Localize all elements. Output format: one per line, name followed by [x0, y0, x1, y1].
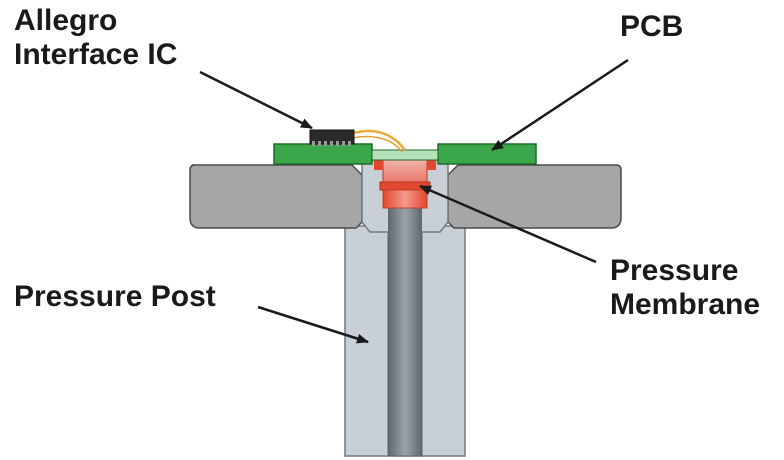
membrane-seal-right	[427, 160, 436, 170]
housing-left	[189, 164, 363, 229]
label-allegro-ic-line1: Allegro	[14, 4, 118, 37]
membrane-base	[382, 189, 428, 209]
label-pressure-post: Pressure Post	[14, 280, 216, 314]
pcb-opening-rim	[371, 149, 439, 161]
membrane-cavity	[382, 159, 428, 183]
label-allegro-ic: Allegro Interface IC	[14, 4, 177, 72]
neck-bore	[388, 208, 422, 236]
pcb-right	[437, 143, 537, 165]
label-pcb-text: PCB	[620, 10, 684, 43]
chip-icon	[309, 129, 355, 146]
housing-right	[447, 164, 622, 229]
label-pressure-membrane-line1: Pressure	[610, 254, 739, 287]
arrow-pcb	[491, 58, 629, 152]
label-pressure-membrane-line2: Membrane	[610, 288, 761, 321]
membrane-seal-left	[374, 160, 383, 170]
bond-wire-icon	[349, 129, 406, 151]
bond-wire-2	[351, 135, 403, 153]
label-allegro-ic-line2: Interface IC	[14, 38, 178, 71]
label-pcb: PCB	[620, 10, 683, 44]
label-pressure-post-text: Pressure Post	[14, 280, 216, 313]
arrow-membrane	[419, 184, 597, 264]
arrow-post	[257, 305, 369, 344]
label-pressure-membrane: Pressure Membrane	[610, 254, 760, 322]
pcb-left	[273, 143, 373, 165]
arrow-ic	[199, 70, 313, 130]
